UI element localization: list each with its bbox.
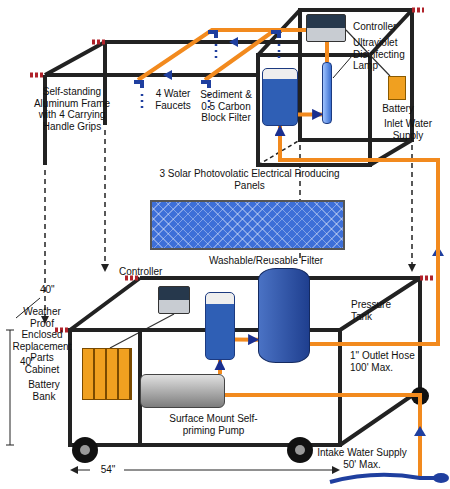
component-label: Surface Mount Self-priming Pump (161, 413, 266, 436)
water-pipe (298, 112, 322, 116)
filter-cartridge: Washable/Reusable Filter (205, 292, 235, 360)
component-label: 3 Solar Photovolatic Electrical Producin… (152, 168, 347, 191)
wheel-hub (295, 445, 305, 455)
dimension-arrow (70, 466, 78, 474)
guide-arrow (408, 264, 416, 272)
faucet-symbol (201, 80, 211, 88)
intake-hose (330, 475, 434, 482)
callout-text: 1" Outlet Hose 100' Max. (350, 350, 418, 373)
component-label: Ultraviolet Disinfecting Lamp (353, 37, 415, 72)
wheel (287, 437, 313, 463)
battery-bank: Battery Bank (82, 348, 132, 400)
intake-pipe (225, 395, 420, 478)
battery: Battery (388, 76, 406, 100)
dimension-arrow (332, 466, 340, 474)
water-pipe (235, 338, 258, 342)
pressure-tank: Pressure Tank (258, 268, 310, 363)
filter-cartridge: Sediment & 0.5 Carbon Block Filter (262, 68, 298, 126)
callout-text: Intake Water Supply 50' Max. (310, 447, 414, 470)
component-label: Pressure Tank (351, 299, 399, 322)
component-label: Washable/Reusable Filter (189, 255, 343, 267)
dimension-label: 40" (20, 356, 46, 368)
controller-box: Controller (306, 14, 346, 42)
water-pipe (218, 360, 222, 374)
component-label: Battery Bank (17, 379, 71, 402)
dimension-label: 54" (93, 464, 123, 476)
faucet-symbol (271, 30, 281, 38)
uv-lamp: Ultraviolet Disinfecting Lamp (322, 62, 332, 124)
solar-panel: 3 Solar Photovolatic Electrical Producin… (150, 200, 345, 250)
faucet-symbol (208, 30, 218, 38)
flow-arrow (432, 246, 444, 256)
pump: Surface Mount Self-priming Pump (140, 374, 225, 408)
handle-grip (55, 278, 434, 330)
cart-frame (70, 278, 420, 445)
wheel-hub (80, 445, 90, 455)
controller-box: Controller (158, 286, 190, 314)
callout-text: Self-standing Aluminum Frame with 4 Carr… (26, 86, 118, 132)
power-wire (110, 30, 390, 348)
leader-line (333, 56, 352, 78)
flow-arrow (229, 37, 238, 47)
faucet-symbol (134, 80, 144, 88)
guide-arrow (101, 264, 109, 272)
water-pipe (280, 126, 438, 344)
component-label: Battery (375, 103, 421, 115)
pipe-label: Inlet Water Supply (380, 118, 436, 141)
hidden-edge (258, 140, 300, 165)
equipment-housing (258, 10, 412, 165)
component-label: Controller (119, 266, 179, 278)
component-label: Sediment & 0.5 Carbon Block Filter (193, 89, 259, 124)
component-label: Controller (353, 21, 415, 33)
flow-arrow (163, 70, 172, 80)
callout-text: 4 Water Faucets (150, 88, 196, 111)
hose-strainer (433, 473, 449, 483)
faucet-pipe (138, 30, 327, 80)
flow-arrow (414, 426, 426, 436)
wheel (72, 437, 98, 463)
dimension-label: 40" (40, 284, 66, 296)
